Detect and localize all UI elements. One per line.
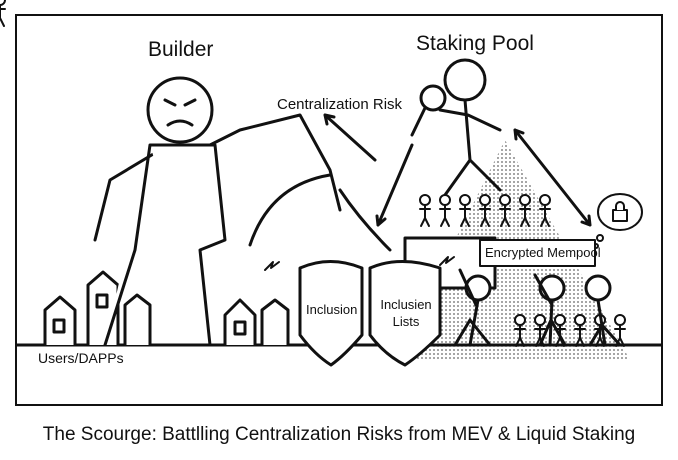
staking-pool-figure xyxy=(410,58,502,197)
lock-thought-bubble xyxy=(593,193,643,249)
encrypted-mempool-label: Encrypted Mempool xyxy=(485,245,601,260)
lock-icon xyxy=(612,209,628,222)
builder-figure xyxy=(93,76,392,347)
centralization-risk-label: Centralization Risk xyxy=(277,96,403,113)
shield-left xyxy=(298,260,364,367)
lightning-icon xyxy=(264,261,280,271)
caption: The Scourge: Battlling Centralization Ri… xyxy=(42,424,636,445)
crowd xyxy=(0,0,626,347)
shield-right xyxy=(368,260,442,367)
defenders xyxy=(453,268,622,347)
staking-pool-label: Staking Pool xyxy=(416,32,534,55)
houses xyxy=(43,270,290,347)
builder-label: Builder xyxy=(148,38,214,61)
shield-right-label: Inclusien Lists xyxy=(380,297,432,329)
risk-arrows xyxy=(323,113,592,227)
lightning-icon xyxy=(439,256,455,266)
shield-left-label: Inclusion xyxy=(306,302,358,317)
users-dapps-label: Users/DAPPs xyxy=(38,350,124,366)
mempool-sign xyxy=(479,239,596,267)
illustration-frame xyxy=(15,14,663,406)
